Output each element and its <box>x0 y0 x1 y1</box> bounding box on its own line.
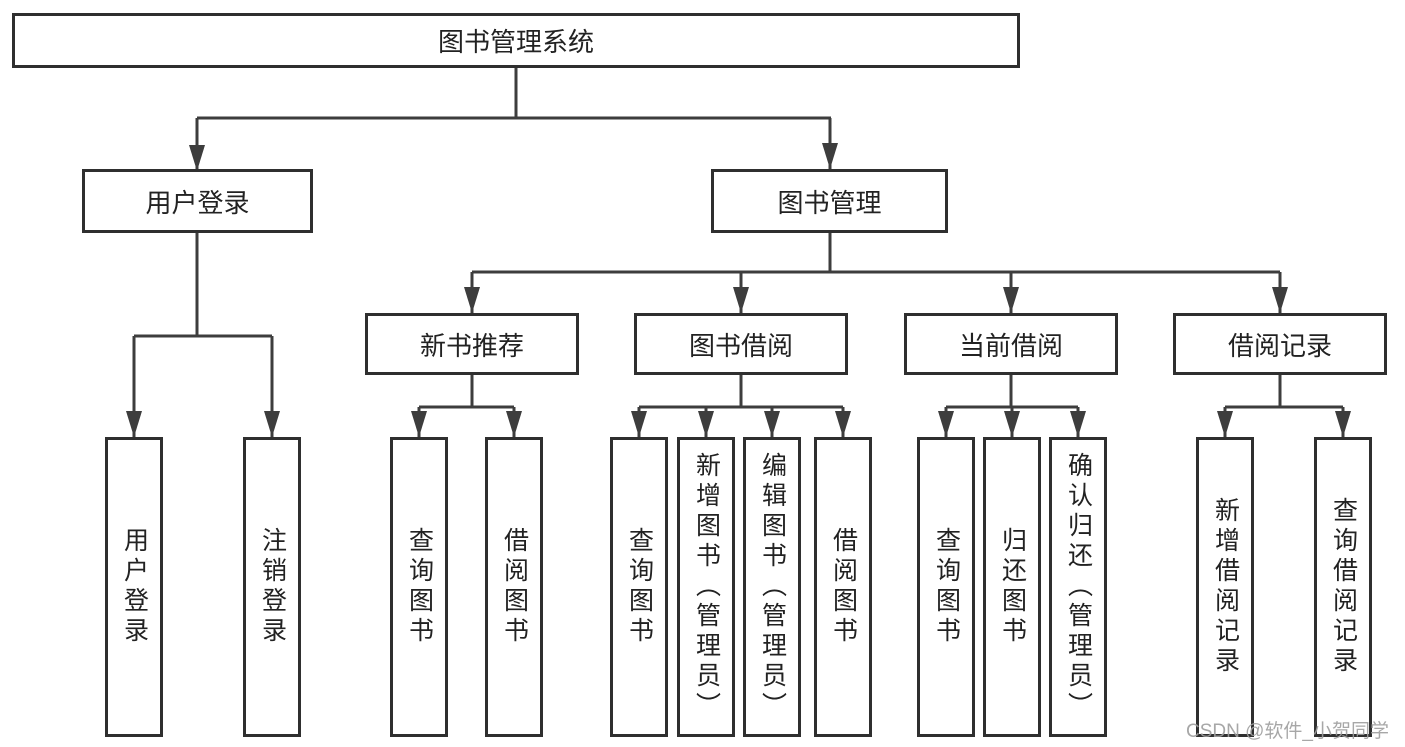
leaf-query-borrow-record: 查询借阅记录 <box>1314 437 1372 737</box>
leaf-edit-book-admin: 编辑图书（管理员） <box>743 437 801 737</box>
leaf-query-books-current: 查询图书 <box>917 437 975 737</box>
leaf-return-book: 归还图书 <box>983 437 1041 737</box>
node-book-management: 图书管理 <box>711 169 948 233</box>
leaf-user-login: 用户登录 <box>105 437 163 737</box>
leaf-add-book-admin: 新增图书（管理员） <box>677 437 735 737</box>
node-book-borrow: 图书借阅 <box>634 313 848 375</box>
node-new-book-recommend: 新书推荐 <box>365 313 579 375</box>
leaf-borrow-books-recommend: 借阅图书 <box>485 437 543 737</box>
leaf-query-books-recommend: 查询图书 <box>390 437 448 737</box>
node-library-management-system: 图书管理系统 <box>12 13 1020 68</box>
leaf-query-books-borrow: 查询图书 <box>610 437 668 737</box>
node-current-borrow: 当前借阅 <box>904 313 1118 375</box>
node-user-login: 用户登录 <box>82 169 313 233</box>
node-borrow-records: 借阅记录 <box>1173 313 1387 375</box>
leaf-borrow-books: 借阅图书 <box>814 437 872 737</box>
leaf-add-borrow-record: 新增借阅记录 <box>1196 437 1254 737</box>
leaf-confirm-return-admin: 确认归还（管理员） <box>1049 437 1107 737</box>
leaf-logout: 注销登录 <box>243 437 301 737</box>
watermark: CSDN @软件_小贺同学 <box>1186 721 1389 742</box>
